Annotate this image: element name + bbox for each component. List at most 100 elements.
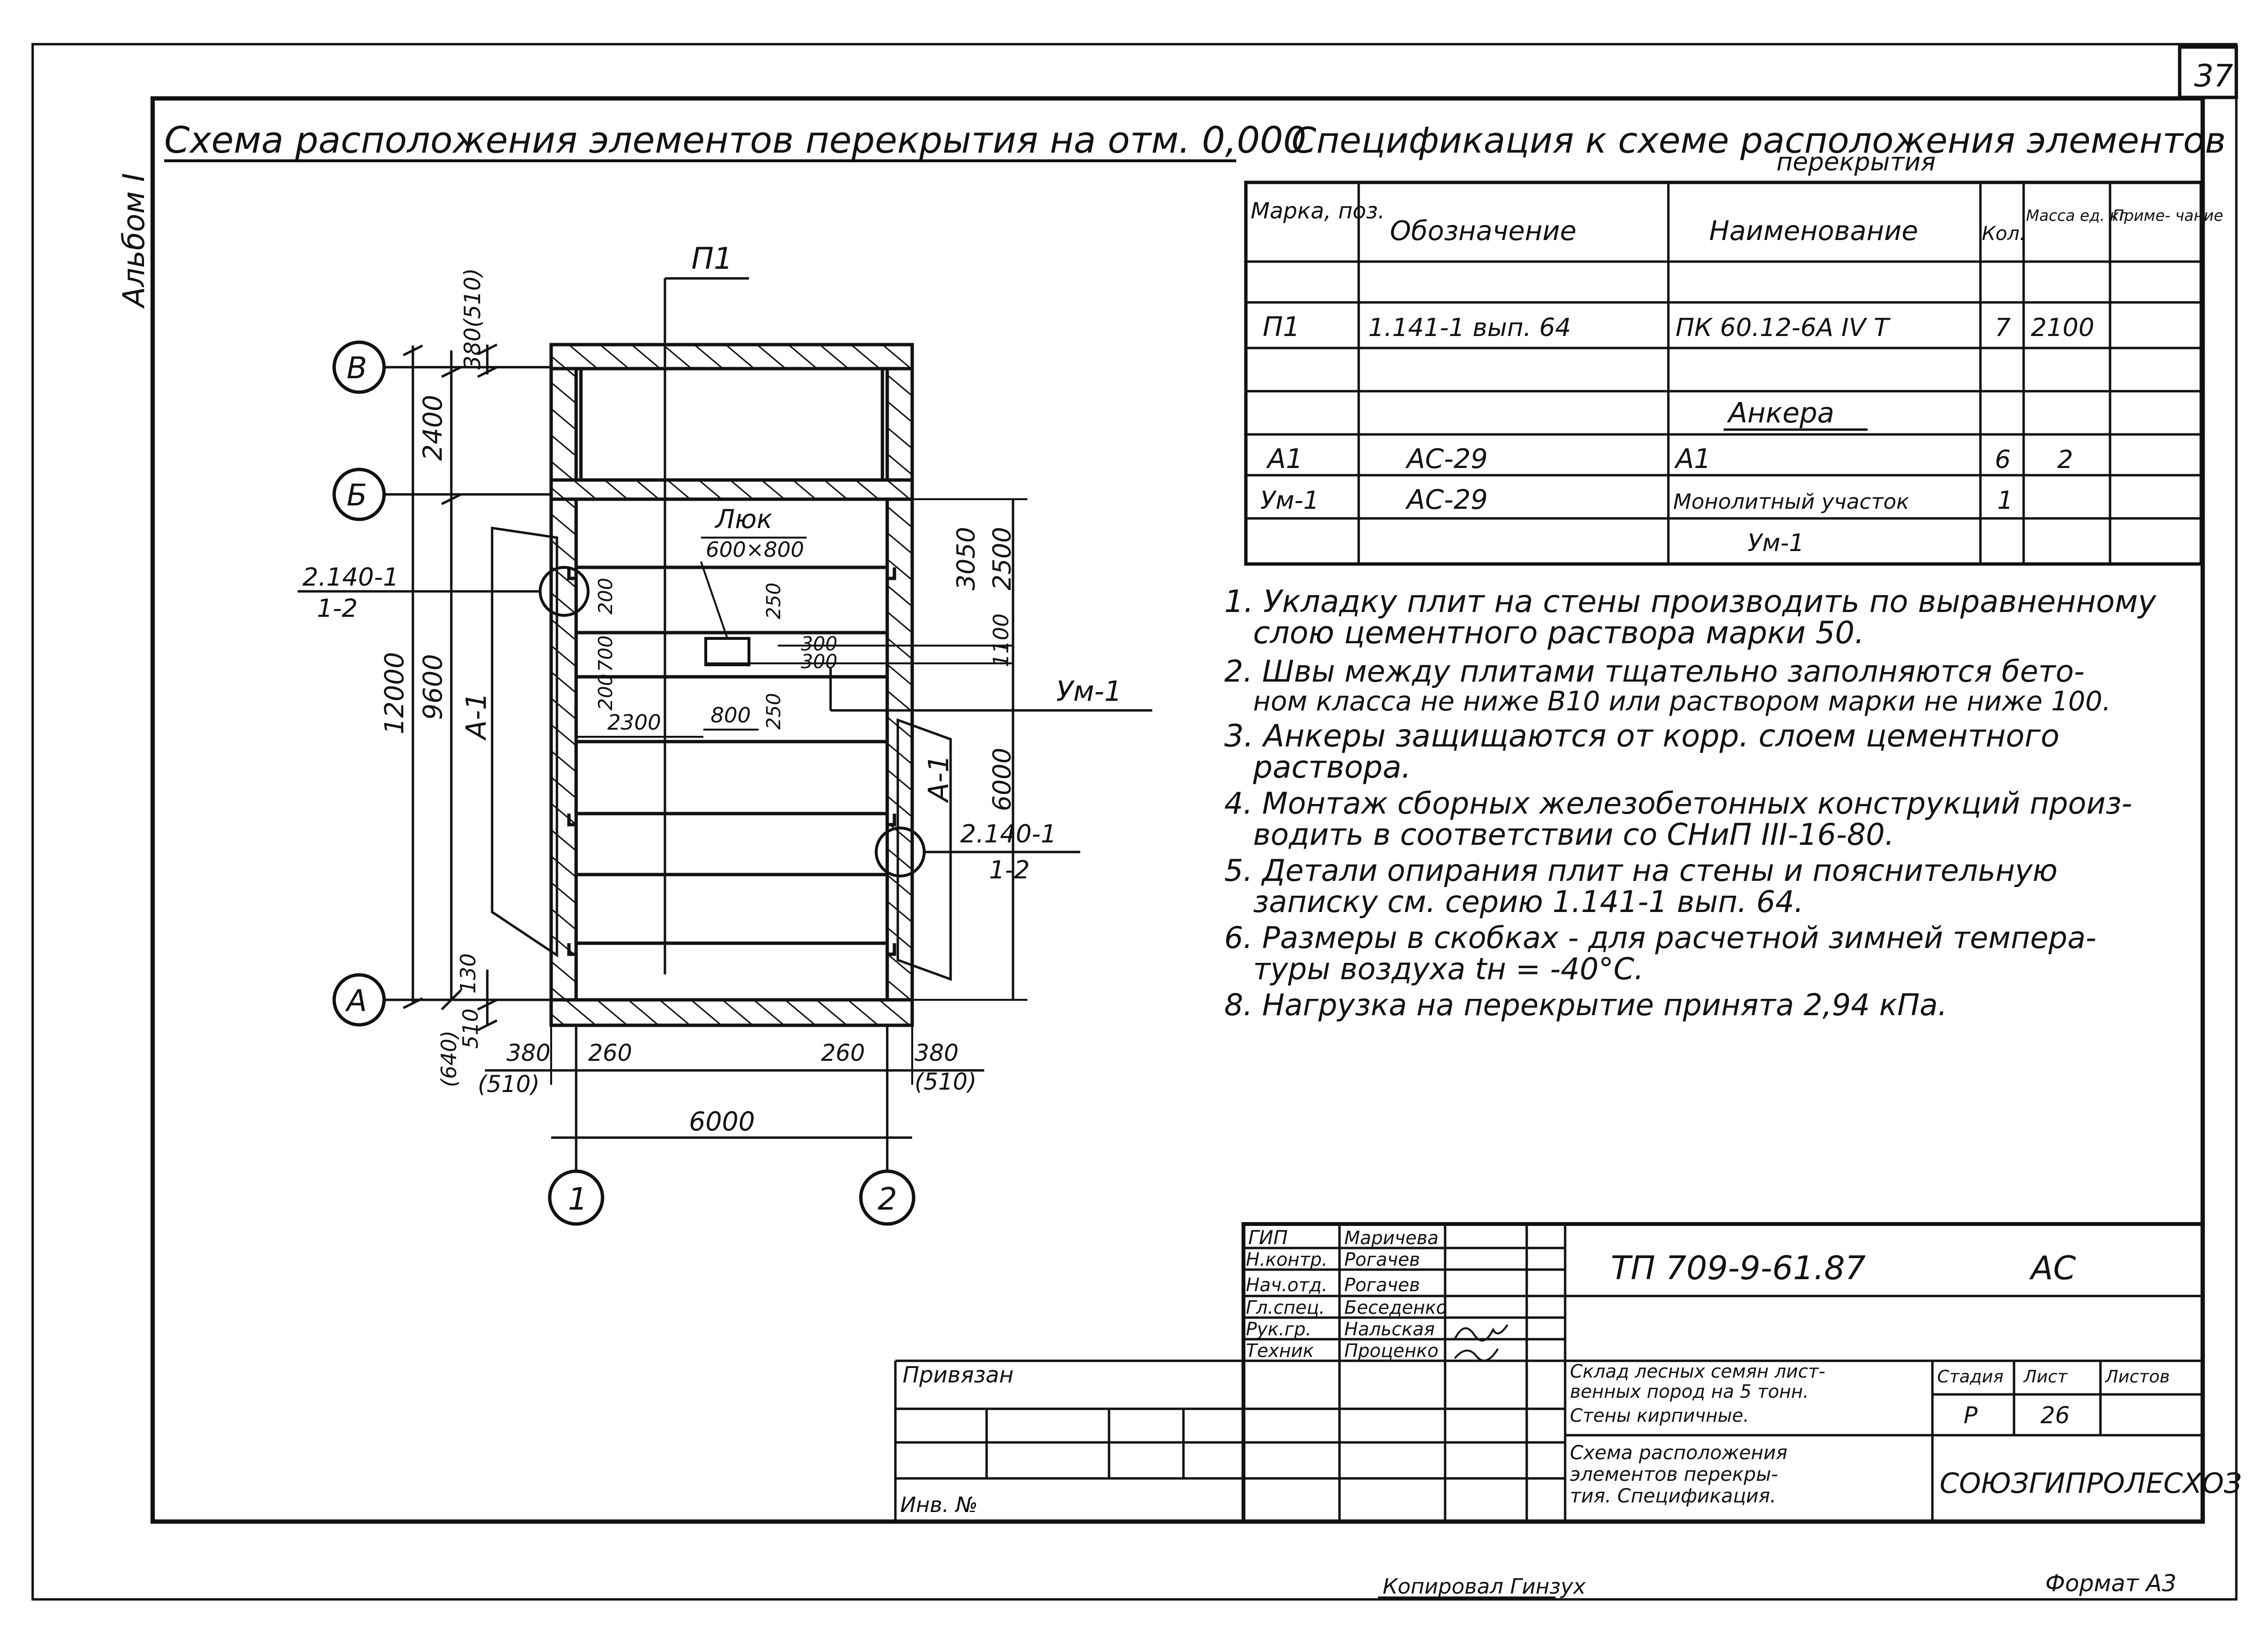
dim-1100: 1100 <box>989 613 1013 667</box>
dim-250a: 250 <box>763 583 785 619</box>
inv-label: Инв. № <box>900 1493 977 1517</box>
dim-12000: 12000 <box>379 652 410 734</box>
svg-text:В: В <box>347 350 367 385</box>
um1-label: Ум-1 <box>1056 675 1122 708</box>
note-line: 8. Нагрузка на перекрытие принята 2,94 к… <box>1224 987 1947 1022</box>
stamp-role-6: Техник <box>1246 1340 1314 1361</box>
upper-room <box>579 367 884 482</box>
dim-510-right: (510) <box>915 1068 977 1095</box>
svg-text:А: А <box>345 983 367 1018</box>
note-line: туры воздуха tн = -40°С. <box>1253 951 1644 986</box>
dim-260-right: 260 <box>821 1040 865 1067</box>
page-number-box <box>2178 45 2238 99</box>
floor-plan: Схема расположения элементов перекрытия … <box>164 119 1306 1226</box>
outer-border <box>31 43 2238 1601</box>
row3-mass: 2 <box>2057 445 2073 474</box>
object-line-3: Стены кирпичные. <box>1570 1405 1749 1426</box>
dim-260-left: 260 <box>588 1040 632 1067</box>
stamp-name-1: Маричева <box>1344 1227 1438 1248</box>
dim-200a: 200 <box>595 578 617 614</box>
stage-value: Р <box>1964 1402 1978 1429</box>
dim-640: (640) <box>437 1031 461 1087</box>
axis-row-a: А <box>332 973 551 1027</box>
dim-6000: 6000 <box>689 1106 755 1137</box>
svg-text:Б: Б <box>347 478 367 513</box>
dim-800: 800 <box>711 703 751 728</box>
row1-name: ПК 60.12-6А IV Т <box>1676 313 1891 342</box>
dim-510v: 510 <box>458 1008 483 1049</box>
node-left-label: 2.140-1 <box>302 563 399 592</box>
dim-700: 700 <box>595 636 617 672</box>
slab-lines <box>576 497 887 945</box>
hatch-size: 600×800 <box>706 538 804 562</box>
stamp-role-2: Н.контр. <box>1246 1249 1327 1270</box>
note-line: 1. Укладку плит на стены производить по … <box>1224 584 2157 620</box>
row3-designation: АС-29 <box>1405 444 1488 475</box>
signature-1 <box>1454 1324 1508 1342</box>
sheet-header: Лист <box>2023 1367 2068 1387</box>
dim-130: 130 <box>456 953 481 994</box>
doc-section: АС <box>2029 1249 2076 1287</box>
note-line: записку см. серию 1.141-1 вып. 64. <box>1253 884 1804 919</box>
col-note: Приме- чание <box>2112 206 2223 225</box>
row4-qty: 1 <box>1997 486 2013 515</box>
spec-title: Спецификация к схеме расположения элемен… <box>1291 120 2226 161</box>
inner-frame <box>150 96 2205 1524</box>
slab-p1-label: П1 <box>691 241 733 276</box>
stamp-role-1: ГИП <box>1248 1227 1288 1249</box>
spec-title-2: перекрытия <box>1776 148 1936 177</box>
note-line: 3. Анкеры защищаются от корр. слоем цеме… <box>1224 719 2060 754</box>
wall-bottom <box>549 998 914 1027</box>
row1-mass: 2100 <box>2031 313 2094 342</box>
col-mark: Марка, поз. <box>1251 198 1385 224</box>
wall-right <box>885 343 914 1027</box>
col-mass: Масса ед. кг <box>2026 206 2127 225</box>
svg-text:2: 2 <box>878 1182 897 1217</box>
stamp-name-2: Рогачев <box>1344 1249 1420 1270</box>
stamp-name-5: Нальская <box>1344 1319 1435 1340</box>
page-number: 37 <box>2194 59 2233 94</box>
row3-qty: 6 <box>1995 445 2011 474</box>
row3-mark: А1 <box>1266 444 1303 475</box>
dim-200b: 200 <box>595 674 617 710</box>
row4-name: Монолитный участок <box>1673 490 1909 514</box>
note-line: раствора. <box>1253 750 1411 785</box>
dim-2400: 2400 <box>418 395 448 461</box>
organization: СОЮЗГИПРОЛЕСХОЗ <box>1940 1467 2242 1500</box>
axis-row-v: В <box>332 340 551 394</box>
row1-qty: 7 <box>1995 313 2011 342</box>
sheet-value: 26 <box>2040 1402 2070 1429</box>
note-line: слою цементного раствора марки 50. <box>1253 615 1864 651</box>
row4-mark: Ум-1 <box>1260 486 1319 515</box>
node-right-label: 2.140-1 <box>960 820 1057 849</box>
stamp-name-4: Беседенко <box>1344 1297 1447 1318</box>
title-block: ГИП Маричева Н.контр. Рогачев Нач.отд. Р… <box>894 1222 2242 1524</box>
row1-mark: П1 <box>1263 312 1300 343</box>
dim-250b: 250 <box>763 693 785 730</box>
anchor-a1-left-label: А-1 <box>460 692 493 741</box>
privyazan-label: Привязан <box>903 1362 1013 1388</box>
dim-380-right: 380 <box>915 1040 959 1067</box>
dim-380-left: 380 <box>507 1040 551 1067</box>
col-designation: Обозначение <box>1390 216 1577 247</box>
wall-top <box>549 343 914 371</box>
object-line-1: Склад лесных семян лист- <box>1570 1361 1825 1382</box>
object-line-2: венных пород на 5 тонн. <box>1570 1381 1809 1402</box>
dim-3050: 3050 <box>952 527 981 590</box>
hatch-title: Люк <box>714 504 772 534</box>
row2-name: Анкера <box>1726 396 1834 429</box>
note-line: 2. Швы между плитами тщательно заполняют… <box>1224 654 2085 689</box>
axis-row-b: Б <box>332 468 551 521</box>
row1-designation: 1.141-1 вып. 64 <box>1368 313 1571 342</box>
note-line: 5. Детали опирания плит на стены и поясн… <box>1224 853 2058 888</box>
doc-code: ТП 709-9-61.87 <box>1611 1249 1866 1287</box>
dim-9600: 9600 <box>418 654 448 720</box>
col-qty: Кол. <box>1982 223 2026 245</box>
dim-380-510: 380(510) <box>459 268 485 370</box>
svg-text:1: 1 <box>568 1182 588 1217</box>
stamp-role-5: Рук.гр. <box>1246 1319 1312 1340</box>
row3-name: А1 <box>1674 444 1711 475</box>
album-label: Альбом I <box>116 173 151 309</box>
hatch-opening <box>704 637 750 666</box>
sheets-header: Листов <box>2104 1367 2170 1387</box>
